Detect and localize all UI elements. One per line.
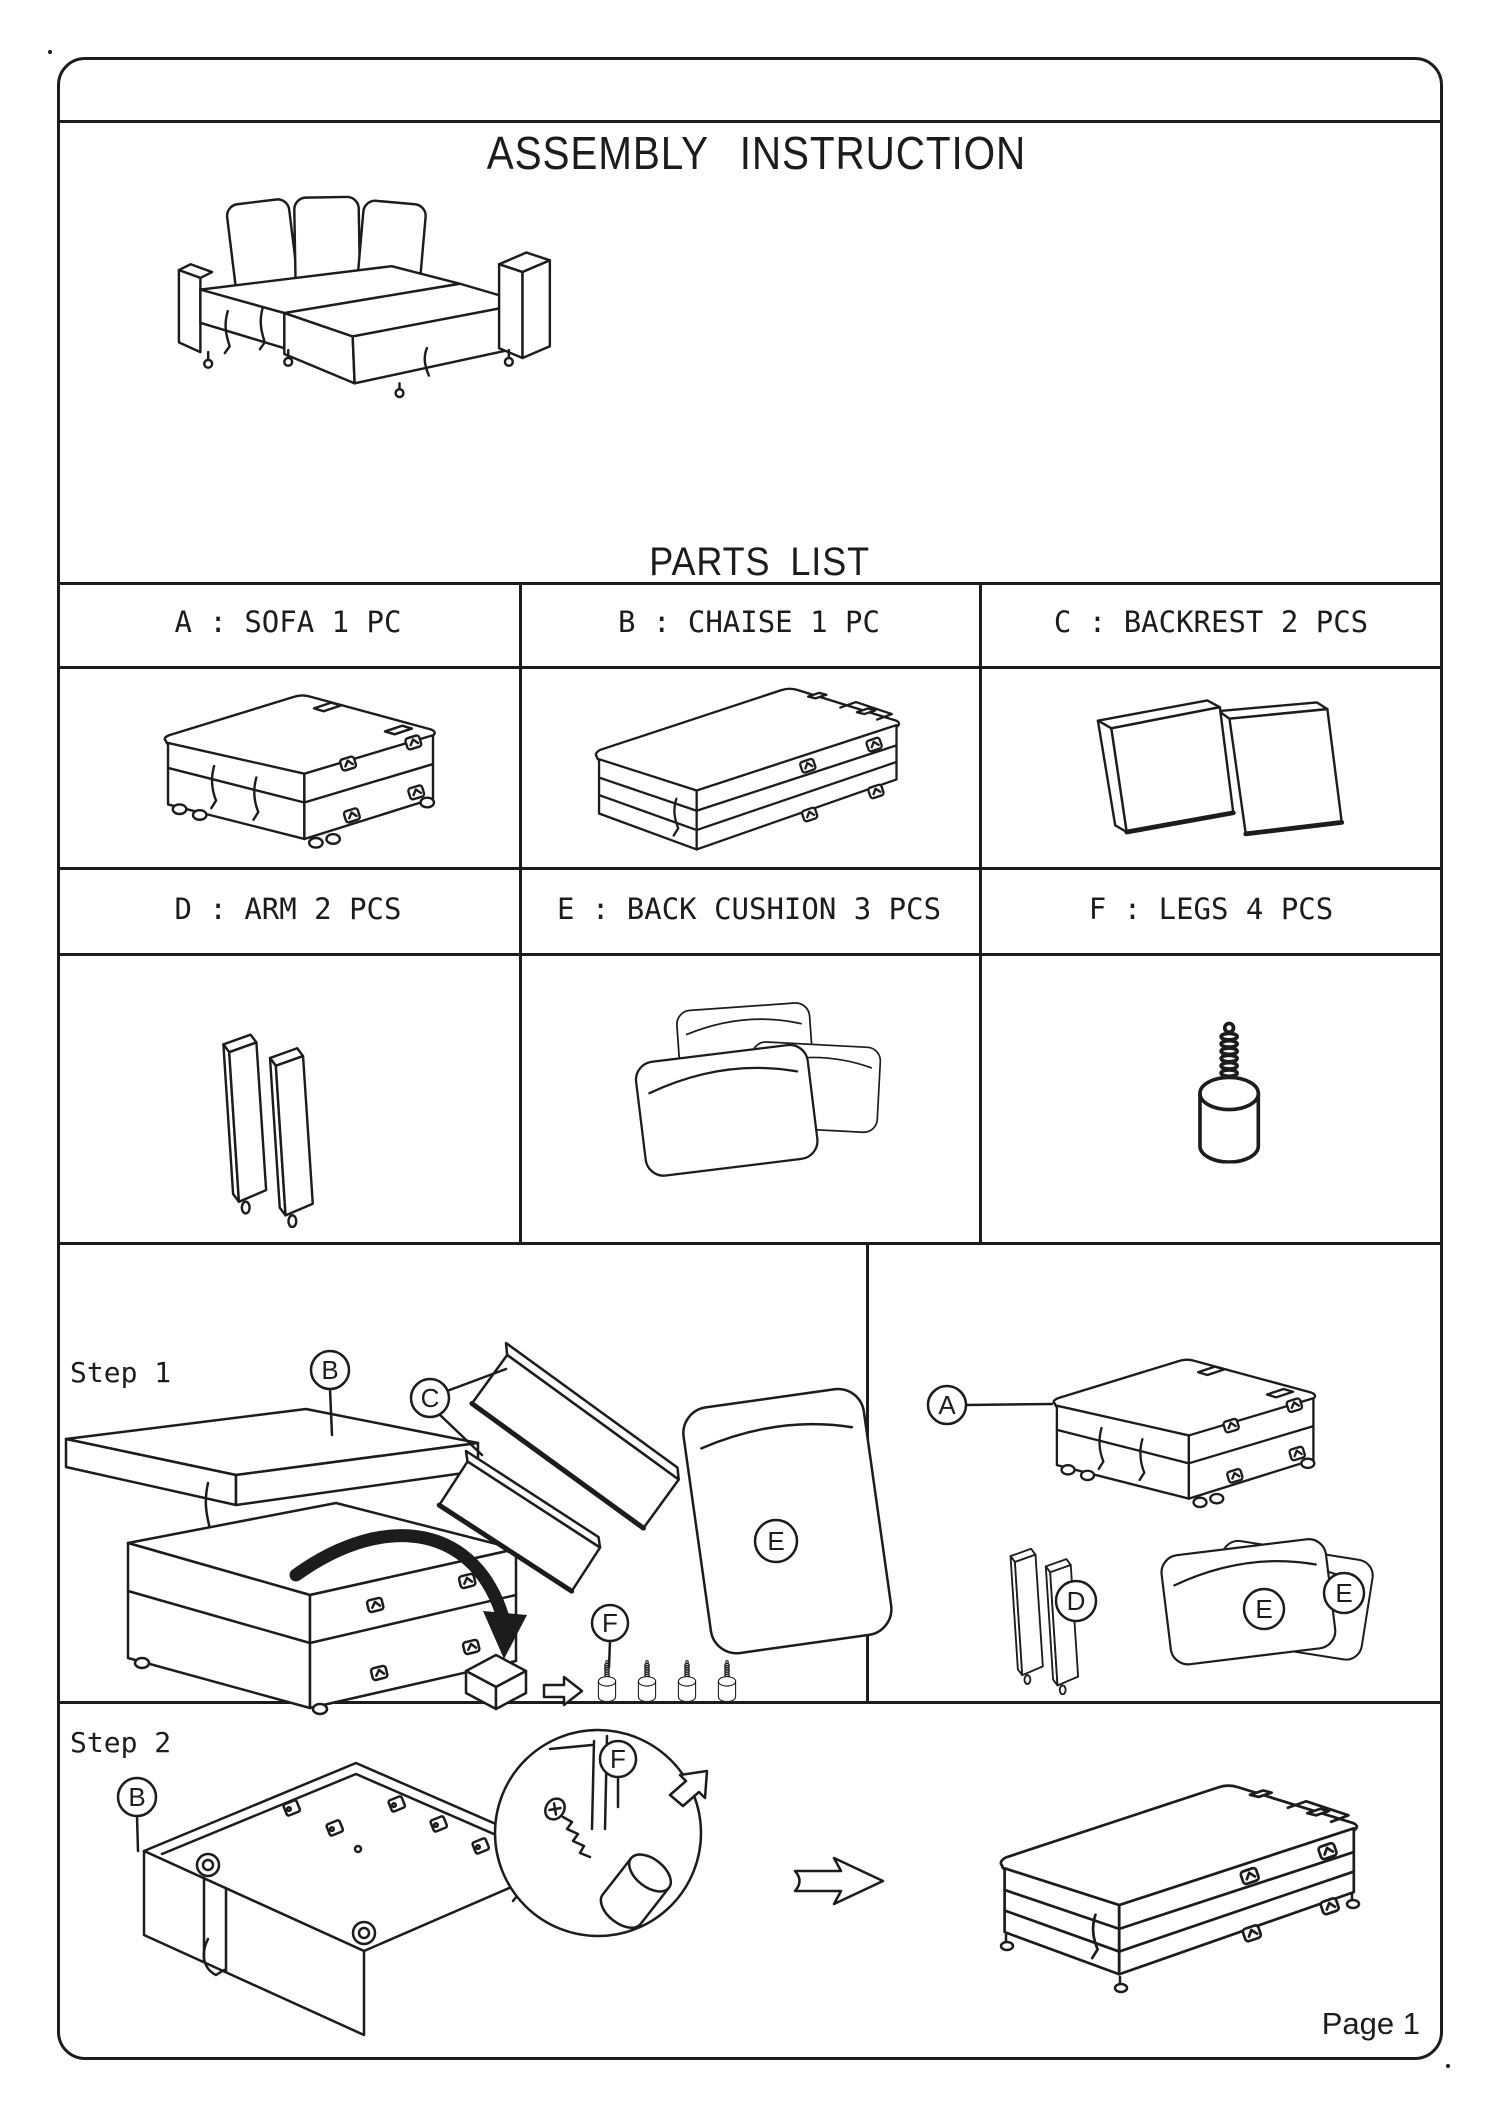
part-d-arm-image	[222, 1033, 314, 1228]
part-label-d: D : ARM 2 PCS	[174, 892, 402, 926]
callout-b-step2: B	[116, 1776, 158, 1853]
callout-e-step1: E	[753, 1518, 799, 1564]
transform-arrow	[793, 1856, 885, 1906]
page-title: ASSEMBLY INSTRUCTION	[450, 126, 1050, 180]
table-line-top	[58, 582, 1442, 585]
scan-dot-top-left	[48, 50, 52, 54]
table-line-row1	[58, 666, 1442, 669]
page-border	[57, 57, 1443, 2060]
header-band-line	[58, 120, 1442, 123]
part-label-b: B : CHAISE 1 PC	[618, 605, 880, 639]
callout-e3-step1: E	[1322, 1571, 1366, 1615]
part-e-cushion-image	[632, 1001, 882, 1179]
part-label-f: F : LEGS 4 PCS	[1088, 892, 1334, 926]
svg-text:F: F	[610, 1744, 626, 1774]
part-c-backrest-image	[1096, 699, 1345, 837]
table-col-divider-2	[979, 582, 982, 1245]
svg-text:B: B	[128, 1782, 145, 1812]
table-line-row2	[58, 867, 1442, 870]
assembled-sofa-illustration	[177, 195, 552, 399]
callout-c-step1: C	[409, 1367, 508, 1457]
step1-right-diagram: A D E E	[926, 1243, 1377, 1695]
page-number: Page 1	[1321, 2006, 1420, 2041]
table-line-bottom	[58, 1242, 1442, 1245]
svg-text:E: E	[1335, 1578, 1352, 1608]
parts-list-title: PARTS LIST	[600, 540, 920, 585]
table-col-divider-1	[519, 582, 522, 1245]
callout-b-step1: B	[309, 1349, 351, 1437]
step1-label: Step 1	[70, 1356, 172, 1389]
svg-text:E: E	[1255, 1594, 1272, 1624]
step-divider-line	[58, 1701, 1442, 1704]
svg-text:C: C	[421, 1383, 440, 1413]
svg-text:F: F	[602, 1608, 618, 1638]
callout-a-step1: A	[926, 1384, 1054, 1426]
part-label-e: E : BACK CUSHION 3 PCS	[556, 892, 942, 926]
svg-text:B: B	[321, 1355, 338, 1385]
parts-list-title-text: PARTS LIST	[649, 540, 871, 584]
svg-text:A: A	[938, 1390, 956, 1420]
svg-text:D: D	[1067, 1586, 1086, 1616]
part-f-leg-image	[1198, 1021, 1261, 1164]
step1-left-diagram: B C E F	[64, 1341, 893, 1716]
svg-text:E: E	[767, 1526, 784, 1556]
callout-f-step1: F	[590, 1603, 630, 1669]
part-label-c: C : BACKREST 2 PCS	[1053, 605, 1369, 639]
table-line-row3	[58, 953, 1442, 956]
callout-e2-step1: E	[1242, 1587, 1286, 1631]
scan-dot-bottom-right	[1446, 2064, 1450, 2068]
flip-arrow	[289, 1529, 511, 1628]
part-label-a: A : SOFA 1 PC	[174, 605, 402, 639]
callout-f-step2: F	[598, 1739, 638, 1809]
part-b-chaise-image	[565, 668, 937, 866]
step2-label: Step 2	[70, 1726, 172, 1759]
page-title-text: ASSEMBLY INSTRUCTION	[486, 127, 1027, 179]
magnifier-detail	[493, 1728, 709, 1938]
step2-diagram: B F	[116, 1728, 1361, 2037]
part-a-sofa-image	[118, 670, 460, 862]
callout-d-step1: D	[1054, 1579, 1098, 1623]
